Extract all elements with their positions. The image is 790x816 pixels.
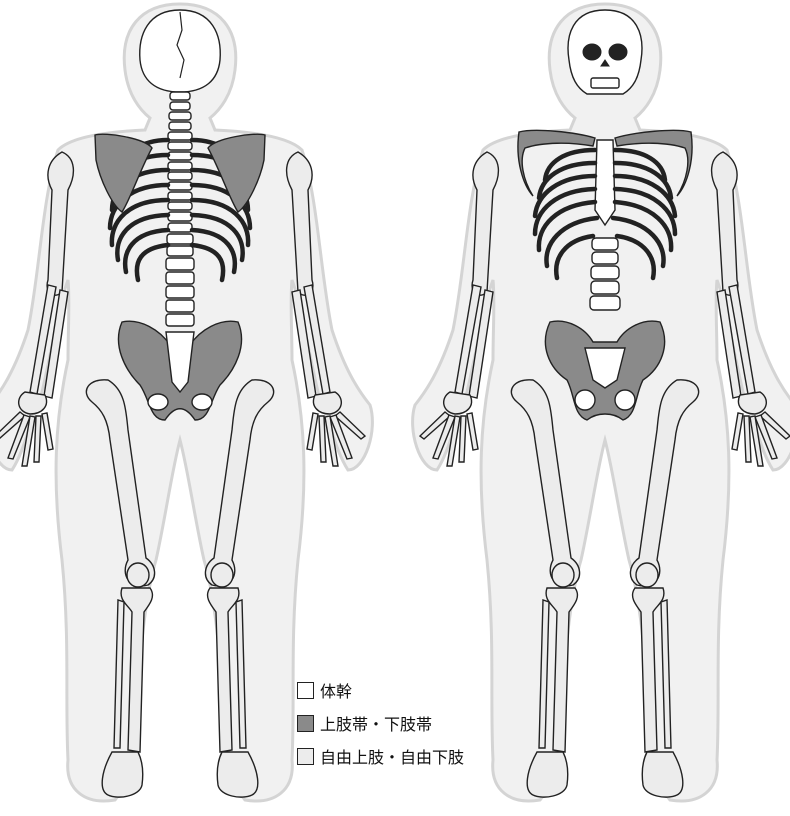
anterior-skeleton xyxy=(413,4,790,801)
legend-label-trunk: 体幹 xyxy=(320,678,352,702)
sternum xyxy=(595,140,615,225)
legend-label-girdles: 上肢帯・下肢帯 xyxy=(320,711,432,735)
legend-item-trunk: 体幹 xyxy=(297,678,464,702)
legend-item-free-limbs: 自由上肢・自由下肢 xyxy=(297,744,464,768)
legend: 体幹 上肢帯・下肢帯 自由上肢・自由下肢 xyxy=(297,678,464,777)
vertebral-column xyxy=(166,92,194,326)
legend-swatch-free-limbs xyxy=(297,748,314,765)
lumbar-vertebrae xyxy=(590,238,620,310)
legend-swatch-girdles xyxy=(297,715,314,732)
legend-swatch-trunk xyxy=(297,682,314,699)
legend-item-girdles: 上肢帯・下肢帯 xyxy=(297,711,464,735)
legend-label-free-limbs: 自由上肢・自由下肢 xyxy=(320,744,464,768)
